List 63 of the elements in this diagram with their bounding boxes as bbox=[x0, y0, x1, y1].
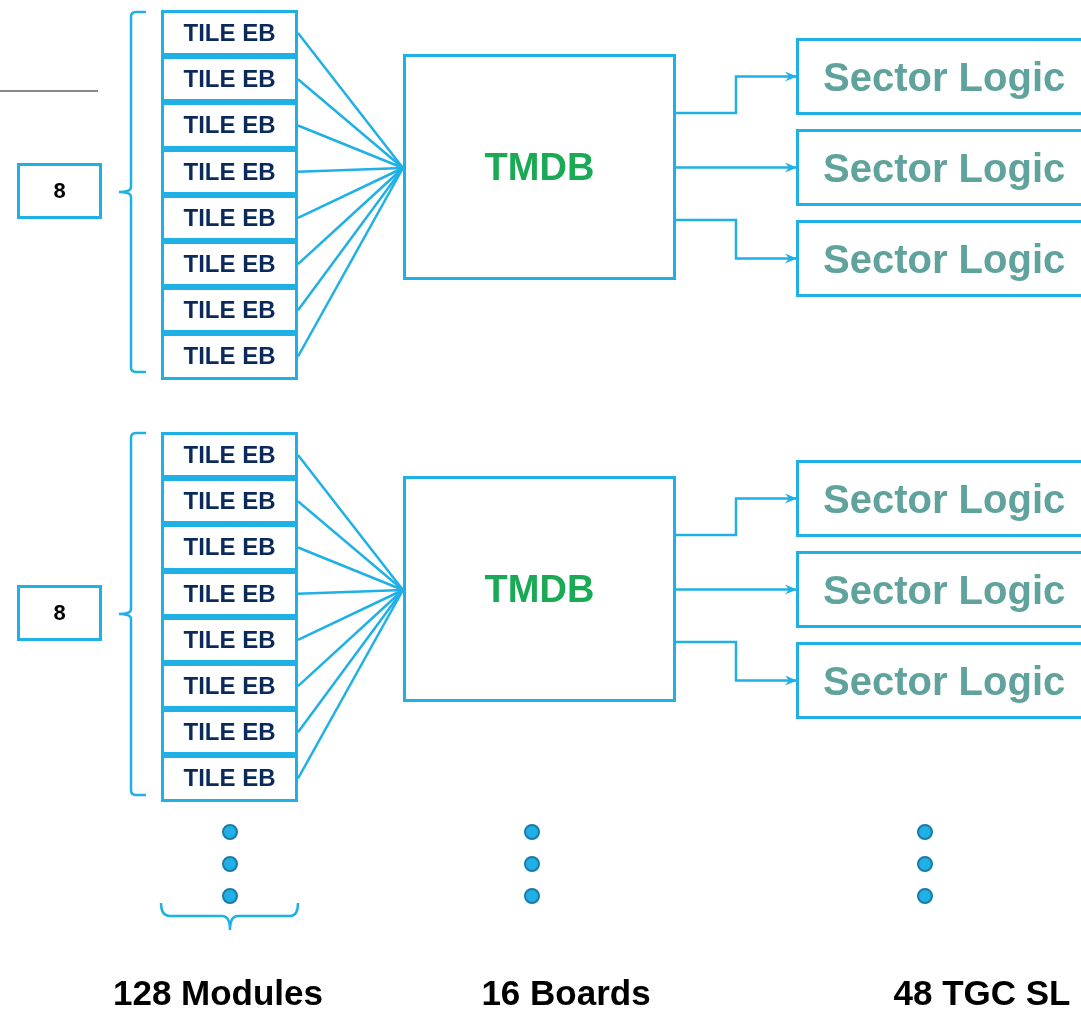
node-label: Sector Logic bbox=[823, 238, 1066, 279]
arrow bbox=[676, 493, 797, 537]
sector-logic-box bbox=[796, 220, 1081, 297]
arrow bbox=[676, 71, 797, 115]
node-label: TILE EB bbox=[183, 21, 276, 46]
module-box bbox=[161, 56, 298, 103]
connector-line bbox=[297, 32, 404, 169]
arrow bbox=[676, 584, 797, 595]
node-label: TILE EB bbox=[183, 581, 276, 606]
caption-text: 128 Modules bbox=[112, 975, 324, 1010]
module-box bbox=[161, 432, 298, 479]
module-box bbox=[161, 709, 298, 756]
node-label: TILE EB bbox=[183, 766, 276, 791]
arrow bbox=[676, 640, 797, 686]
count-box bbox=[17, 585, 102, 641]
node-label: TILE EB bbox=[183, 489, 276, 514]
module-box bbox=[161, 287, 298, 334]
module-box bbox=[161, 663, 298, 710]
node-label: TILE EB bbox=[183, 535, 276, 560]
count-box bbox=[17, 163, 102, 219]
node-label: 8 bbox=[53, 602, 66, 624]
node-label: Sector Logic bbox=[823, 56, 1066, 97]
module-box bbox=[161, 194, 298, 241]
node-label: TILE EB bbox=[183, 720, 276, 745]
node-label: TILE EB bbox=[183, 298, 276, 323]
board-box bbox=[403, 54, 676, 280]
board-box bbox=[403, 476, 676, 702]
sector-logic-box bbox=[796, 460, 1081, 537]
node-label: Sector Logic bbox=[823, 660, 1066, 701]
module-box bbox=[161, 524, 298, 571]
node-label: Sector Logic bbox=[823, 569, 1066, 610]
caption-text: 48 TGC SL bbox=[893, 975, 1071, 1010]
node-label: TILE EB bbox=[183, 443, 276, 468]
connector-line bbox=[297, 454, 404, 591]
node-label: TILE EB bbox=[183, 205, 276, 230]
sector-logic-box bbox=[796, 551, 1081, 628]
node-label: TILE EB bbox=[183, 674, 276, 699]
module-box bbox=[161, 10, 298, 57]
sector-logic-box bbox=[796, 642, 1081, 719]
node-label: TILE EB bbox=[183, 113, 276, 138]
module-box bbox=[161, 102, 298, 149]
node-label: TMDB bbox=[484, 148, 595, 186]
node-label: TILE EB bbox=[183, 67, 276, 92]
module-box bbox=[161, 616, 298, 663]
module-box bbox=[161, 333, 298, 380]
sector-logic-box bbox=[796, 38, 1081, 115]
arrow bbox=[676, 162, 797, 173]
module-box bbox=[161, 241, 298, 288]
node-label: TILE EB bbox=[183, 252, 276, 277]
module-box bbox=[161, 570, 298, 617]
node-label: Sector Logic bbox=[823, 478, 1066, 519]
node-label: TILE EB bbox=[183, 627, 276, 652]
sector-logic-box bbox=[796, 129, 1081, 206]
module-box bbox=[161, 478, 298, 525]
caption-text: 16 Boards bbox=[481, 975, 651, 1010]
module-box bbox=[161, 755, 298, 802]
node-label: TMDB bbox=[484, 570, 595, 608]
node-label: 8 bbox=[53, 180, 66, 202]
node-label: TILE EB bbox=[183, 344, 276, 369]
node-label: TILE EB bbox=[183, 159, 276, 184]
arrow bbox=[676, 218, 797, 264]
module-box bbox=[161, 148, 298, 195]
node-label: Sector Logic bbox=[823, 147, 1066, 188]
